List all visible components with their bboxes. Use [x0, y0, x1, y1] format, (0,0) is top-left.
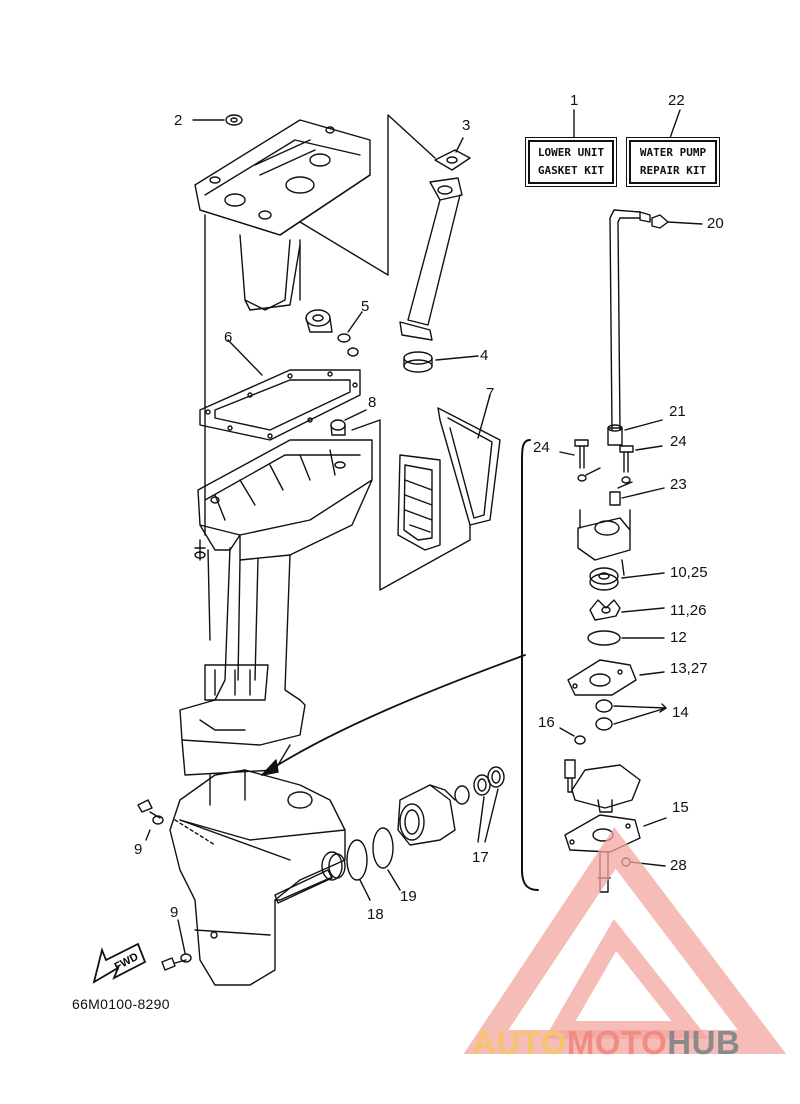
callout-11-26: 11,26 [670, 602, 707, 619]
part-16-oring [574, 735, 586, 745]
part-5-grommet [305, 309, 363, 357]
part-11-impeller [589, 599, 665, 621]
callout-9-lower: 9 [170, 904, 179, 921]
prop-shaft [274, 851, 346, 904]
kit-line2: GASKET KIT [537, 164, 605, 177]
callout-13-27: 13,27 [670, 660, 708, 677]
part-23-cup [609, 487, 665, 506]
callout-24-left: 24 [533, 439, 550, 456]
diagram-code: 66M0100-8290 [72, 996, 170, 1012]
part-12-oring [587, 630, 621, 646]
callout-6: 6 [224, 329, 233, 346]
callout-5: 5 [361, 298, 370, 315]
top-plate-assembly [194, 119, 371, 311]
prop-shaft-housing [397, 784, 456, 846]
part-2-nut [192, 114, 243, 126]
callout-19: 19 [400, 888, 417, 905]
part-6-gasket [199, 339, 361, 441]
kit-line1: WATER PUMP [639, 146, 707, 159]
watermark-logo [463, 827, 787, 1054]
part-10-insert [589, 567, 665, 591]
callout-8: 8 [368, 394, 377, 411]
callout-3: 3 [462, 117, 471, 134]
callout-10-25: 10,25 [670, 564, 708, 581]
part-24-bolts [559, 439, 663, 473]
callout-16: 16 [538, 714, 555, 731]
upper-casing [179, 439, 373, 776]
callout-28: 28 [670, 857, 687, 874]
part-18-oring [346, 839, 368, 881]
lower-unit [169, 769, 346, 986]
callout-9-upper: 9 [134, 841, 143, 858]
part-9-bolts [137, 799, 192, 971]
callout-24-right: 24 [670, 433, 687, 450]
callout-17: 17 [472, 849, 489, 866]
kit-line2: REPAIR KIT [639, 164, 707, 177]
callout-23: 23 [670, 476, 687, 493]
callout-22: 22 [668, 92, 685, 109]
callout-12: 12 [670, 629, 687, 646]
part-14-bearings [595, 699, 667, 731]
part-3-gasket [434, 137, 471, 171]
pump-housing [577, 509, 631, 576]
callout-21: 21 [669, 403, 686, 420]
part-7-cover [397, 394, 501, 551]
water-pump-repair-kit-box: WATER PUMP REPAIR KIT [629, 140, 717, 184]
part-4-seal [403, 351, 479, 373]
part-8-bushing [330, 409, 367, 436]
callout-18: 18 [367, 906, 384, 923]
part-17-oil-seals [454, 766, 505, 843]
part-19-oring [372, 827, 394, 869]
lower-unit-gasket-kit-box: LOWER UNIT GASKET KIT [528, 140, 614, 184]
exhaust-pipe [399, 177, 463, 341]
kit-line1: LOWER UNIT [537, 146, 605, 159]
fwd-arrow [92, 942, 147, 984]
part-20-water-tube [609, 209, 703, 431]
callout-14: 14 [672, 704, 689, 721]
callout-7: 7 [486, 385, 495, 402]
pump-lower-housing [564, 759, 641, 813]
callout-20: 20 [707, 215, 724, 232]
part-13-plate [567, 659, 665, 696]
callout-15: 15 [672, 799, 689, 816]
watermark-text: AUTOMOTOHUB [472, 1024, 740, 1062]
watermark-auto: AUTO [472, 1024, 567, 1061]
watermark-moto: MOTO [566, 1024, 668, 1061]
part-15-plate [564, 814, 667, 853]
watermark-hub: HUB [667, 1024, 741, 1061]
callout-4: 4 [480, 347, 489, 364]
callout-1: 1 [570, 92, 579, 109]
callout-2: 2 [174, 112, 183, 129]
part-21-seal [607, 419, 663, 446]
